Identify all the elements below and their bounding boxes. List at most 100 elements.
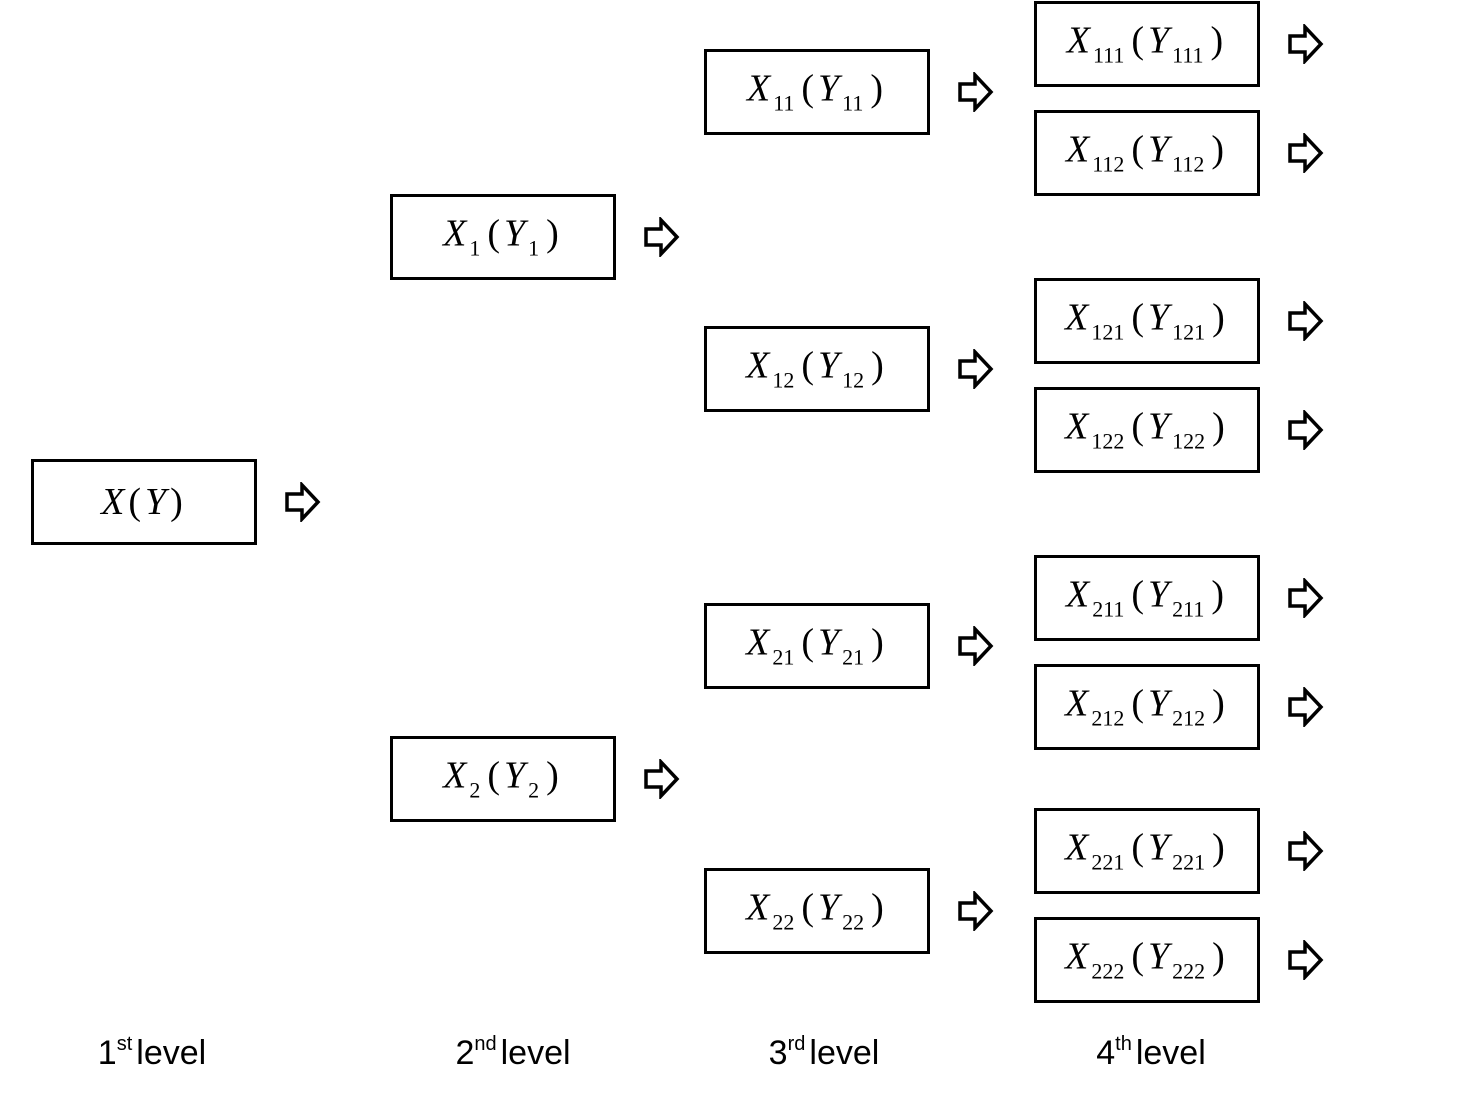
node-paren-subscript: 221 (1172, 849, 1206, 875)
node-subscript: 222 (1091, 958, 1125, 984)
right-arrow-icon (1288, 24, 1324, 64)
close-paren: ) (1212, 826, 1225, 869)
node-var: X (746, 344, 770, 387)
node-var: X (443, 212, 467, 255)
node-var: X (1065, 296, 1089, 339)
open-paren: ( (801, 67, 815, 110)
right-arrow-icon (1288, 940, 1324, 980)
node-paren-subscript: 122 (1172, 428, 1206, 454)
node-box-level-1: X(Y) (31, 459, 257, 545)
close-paren: ) (1211, 573, 1225, 616)
node-paren-var: Y (1148, 826, 1170, 869)
close-paren: ) (1212, 296, 1225, 339)
level-number: 2 (455, 1034, 475, 1072)
open-paren: ( (1131, 296, 1145, 339)
node-paren-var: Y (1148, 128, 1170, 171)
close-paren: ) (1212, 405, 1225, 448)
right-arrow-icon (958, 626, 994, 666)
close-paren: ) (1212, 935, 1225, 978)
node-paren-var: Y (1148, 935, 1170, 978)
open-paren: ( (1131, 826, 1145, 869)
node-subscript: 122 (1091, 428, 1125, 454)
node-subscript: 211 (1092, 596, 1125, 622)
node-var: X (746, 886, 770, 929)
node-var: X (1065, 405, 1089, 448)
level-word: level (1135, 1034, 1206, 1072)
node-label: X(Y) (34, 483, 254, 521)
level-number: 4 (1096, 1034, 1116, 1072)
node-var: X (1065, 682, 1089, 725)
level-ordinal-suffix: th (1115, 1033, 1132, 1055)
node-paren-var: Y (504, 754, 526, 797)
right-arrow-icon (1288, 831, 1324, 871)
level-ordinal-suffix: rd (787, 1033, 806, 1055)
node-var: X (101, 481, 125, 523)
close-paren: ) (546, 212, 559, 255)
close-paren: ) (871, 344, 884, 387)
open-paren: ( (801, 886, 815, 929)
right-arrow-icon (958, 349, 994, 389)
node-subscript: 2 (469, 777, 481, 803)
node-subscript: 112 (1092, 151, 1125, 177)
open-paren: ( (1131, 128, 1145, 171)
node-paren-subscript: 222 (1172, 958, 1206, 984)
right-arrow-icon (1288, 687, 1324, 727)
node-paren-subscript: 121 (1172, 319, 1206, 345)
node-subscript: 11 (773, 90, 795, 116)
node-paren-subscript: 21 (842, 644, 865, 670)
node-var: X (746, 67, 771, 110)
level-number: 1 (97, 1034, 117, 1072)
level-word: level (136, 1034, 207, 1072)
open-paren: ( (1131, 19, 1145, 62)
node-var: X (746, 621, 770, 664)
node-paren-subscript: 211 (1172, 596, 1205, 622)
right-arrow-icon (285, 482, 321, 522)
node-paren-var: Y (1148, 296, 1170, 339)
node-paren-var: Y (504, 212, 526, 255)
node-paren-subscript: 2 (528, 777, 540, 803)
right-arrow-icon (1288, 410, 1324, 450)
open-paren: ( (1131, 682, 1145, 725)
open-paren: ( (801, 621, 815, 664)
open-paren: ( (1131, 573, 1145, 616)
node-paren-var: Y (818, 67, 840, 110)
level-number: 3 (768, 1034, 788, 1072)
node-var: X (1065, 826, 1089, 869)
node-subscript: 12 (772, 367, 795, 393)
right-arrow-icon (958, 891, 994, 931)
right-arrow-icon (644, 759, 680, 799)
node-paren-var: Y (818, 621, 840, 664)
right-arrow-icon (1288, 301, 1324, 341)
right-arrow-icon (1288, 578, 1324, 618)
close-paren: ) (870, 67, 884, 110)
close-paren: ) (871, 621, 884, 664)
level-word: level (809, 1034, 880, 1072)
node-paren-var: Y (1148, 682, 1170, 725)
open-paren: ( (128, 481, 142, 523)
close-paren: ) (546, 754, 559, 797)
node-paren-subscript: 111 (1172, 42, 1204, 68)
node-var: X (443, 754, 467, 797)
node-var: X (1065, 128, 1090, 171)
node-paren-var: Y (1148, 573, 1170, 616)
